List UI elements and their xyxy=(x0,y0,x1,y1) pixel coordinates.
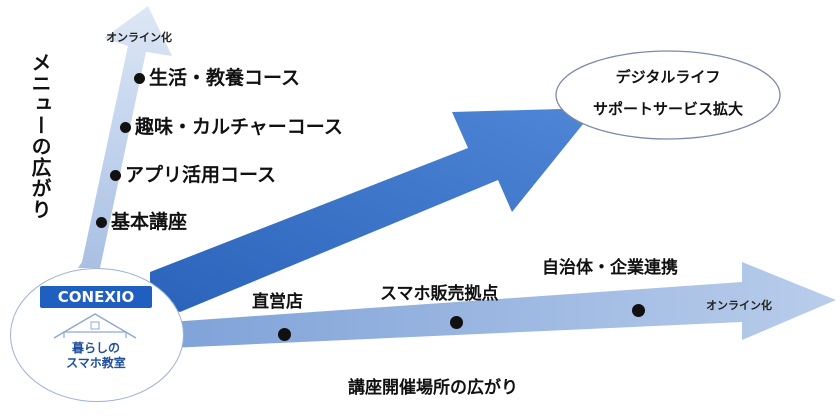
bullet-icon xyxy=(110,170,121,181)
logo-line2: スマホ教室 xyxy=(66,356,126,370)
point-marker xyxy=(450,316,463,329)
point-marker xyxy=(632,304,645,317)
bullet-icon xyxy=(134,73,145,84)
vertical-axis-label: メニューの広がり xyxy=(28,52,52,220)
bullet-icon xyxy=(96,217,107,228)
menu-item-lifestyle: 生活・教養コース xyxy=(134,69,300,88)
menu-item-hobby: 趣味・カルチャーコース xyxy=(120,118,343,137)
vertical-top-label: オンライン化 xyxy=(106,31,172,44)
point-label-phone-shop: スマホ販売拠点 xyxy=(380,284,499,304)
brand-badge: CONEXIO xyxy=(40,286,152,308)
target-label-line1: デジタルライフ xyxy=(615,68,721,86)
target-ellipse xyxy=(555,50,781,140)
point-marker xyxy=(278,328,291,341)
target-label-line2: サポートサービス拡大 xyxy=(592,100,743,118)
menu-item-basic: 基本講座 xyxy=(96,213,187,232)
house-icon xyxy=(53,313,137,339)
diagonal-arrow xyxy=(150,108,596,312)
horizontal-end-label: オンライン化 xyxy=(706,299,772,312)
logo-line1: 暮らしの xyxy=(71,341,120,355)
point-label-direct-store: 直営店 xyxy=(252,292,303,312)
menu-item-apps: アプリ活用コース xyxy=(110,166,276,185)
bullet-icon xyxy=(120,122,131,133)
horizontal-axis-label: 講座開催場所の広がり xyxy=(348,378,518,398)
vertical-arrow xyxy=(78,6,172,268)
point-label-municipality: 自治体・企業連携 xyxy=(542,258,678,278)
horizontal-arrow xyxy=(170,262,836,348)
